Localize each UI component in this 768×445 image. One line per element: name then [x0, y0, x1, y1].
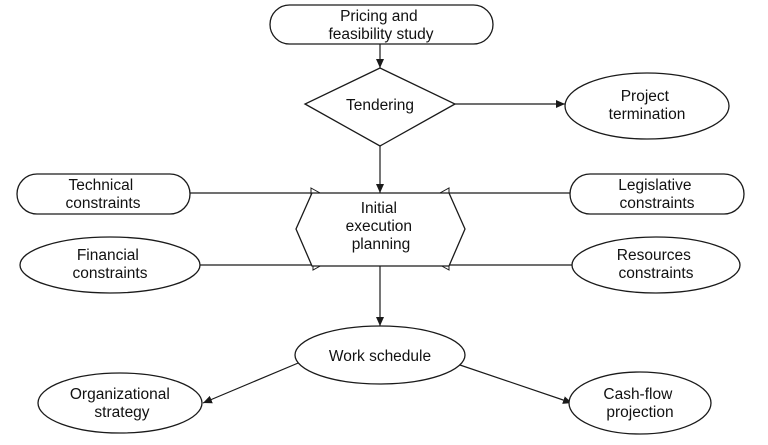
- resources-node: [571, 236, 741, 294]
- planning-label: Initial execution planning: [346, 200, 417, 253]
- financial-label-line-2: constraints: [73, 265, 148, 282]
- legislative-label: Legislative constraints: [618, 177, 696, 212]
- financial-node: [19, 236, 201, 294]
- organizational-node: [37, 372, 203, 434]
- organizational-label: Organizational strategy: [70, 386, 174, 421]
- pricing-node: [269, 4, 494, 45]
- edge-schedule-to-cashflow: [456, 363, 573, 404]
- pricing-label-line-2: feasibility study: [328, 26, 433, 43]
- termination-label-line-2: termination: [609, 106, 686, 123]
- technical-label: Technical constraints: [66, 177, 141, 212]
- schedule-label-line-1: Work schedule: [329, 348, 431, 365]
- cashflow-node: [568, 371, 712, 435]
- termination-label-line-1: Project: [621, 88, 670, 105]
- pricing-label-line-1: Pricing and: [340, 8, 418, 25]
- resources-label-line-1: Resources: [617, 247, 691, 264]
- financial-label: Financial constraints: [73, 247, 148, 282]
- schedule-label: Work schedule: [329, 348, 431, 365]
- planning-label-line-1: Initial: [361, 200, 397, 217]
- edge-schedule-to-organizational: [202, 360, 304, 404]
- tendering-label-line-1: Tendering: [346, 97, 414, 114]
- cashflow-label: Cash-flow projection: [603, 386, 676, 421]
- organizational-label-line-1: Organizational: [70, 386, 170, 403]
- technical-label-line-2: constraints: [66, 195, 141, 212]
- technical-node: [16, 173, 191, 215]
- planning-label-line-3: planning: [352, 236, 411, 253]
- tendering-label: Tendering: [346, 97, 414, 114]
- tendering-node: [303, 67, 457, 147]
- cashflow-label-line-1: Cash-flow: [603, 386, 673, 403]
- cashflow-label-line-2: projection: [606, 404, 673, 421]
- organizational-label-line-2: strategy: [94, 404, 149, 421]
- resources-label: Resources constraints: [617, 247, 695, 282]
- planning-node: [295, 192, 466, 267]
- pricing-label: Pricing and feasibility study: [328, 8, 433, 43]
- legislative-label-line-2: constraints: [620, 195, 695, 212]
- termination-node: [564, 72, 730, 140]
- financial-label-line-1: Financial: [77, 247, 139, 264]
- resources-label-line-2: constraints: [619, 265, 694, 282]
- legislative-node: [569, 173, 745, 215]
- termination-label: Project termination: [609, 88, 686, 123]
- schedule-node: [294, 325, 466, 385]
- technical-label-line-1: Technical: [69, 177, 134, 194]
- planning-label-line-2: execution: [346, 218, 412, 235]
- legislative-label-line-1: Legislative: [618, 177, 691, 194]
